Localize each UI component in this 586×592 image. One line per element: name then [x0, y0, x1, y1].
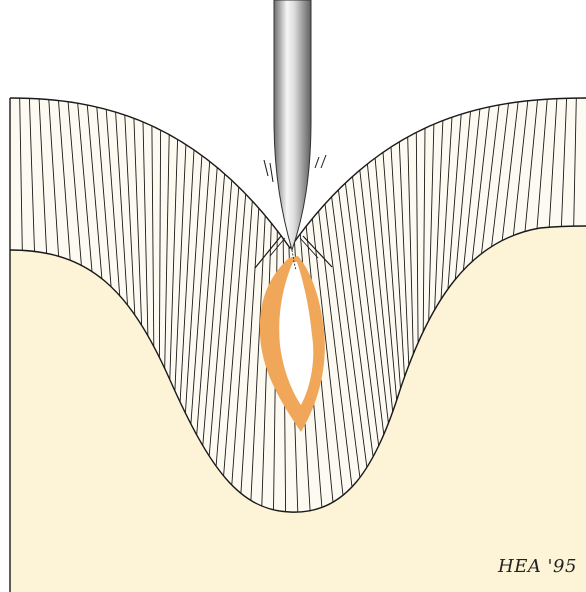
vibration-mark	[321, 155, 326, 168]
artist-signature: HEA '95	[498, 556, 577, 577]
probe-shaft	[274, 0, 311, 250]
vibration-mark	[270, 163, 273, 182]
vibration-mark	[264, 160, 268, 176]
vibration-mark	[315, 157, 319, 168]
